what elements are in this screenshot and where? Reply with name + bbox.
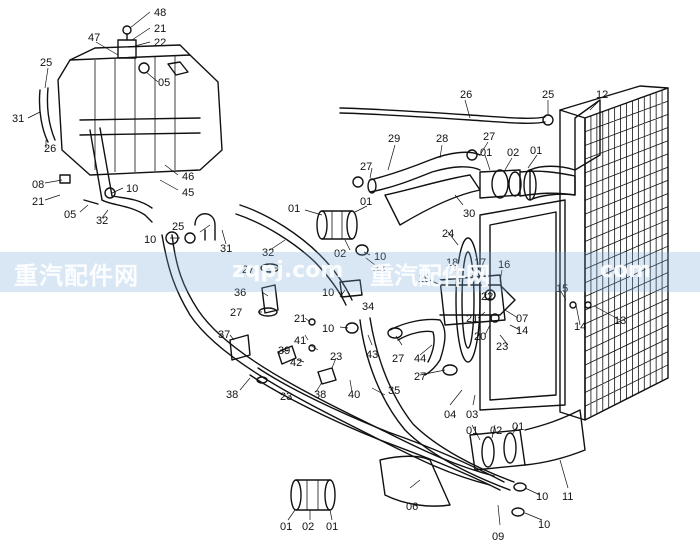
callout-22: 22 [154, 37, 166, 49]
callout-05: 05 [158, 77, 170, 89]
callout-40: 40 [348, 389, 360, 401]
callout-22: 22 [481, 291, 493, 303]
callout-27: 27 [242, 264, 254, 276]
callout-02: 02 [302, 521, 314, 533]
callout-48: 48 [154, 7, 166, 19]
fan-shroud [439, 199, 566, 411]
callout-23: 23 [330, 351, 342, 363]
callout-01: 01 [326, 521, 338, 533]
callout-14: 14 [574, 321, 586, 333]
callout-43: 43 [366, 349, 378, 361]
callout-02: 02 [334, 248, 346, 260]
callout-10: 10 [322, 287, 334, 299]
callout-45: 45 [182, 187, 194, 199]
callout-27: 27 [483, 131, 495, 143]
callout-10: 10 [144, 234, 156, 246]
coolant-hoses [161, 204, 515, 491]
small-fittings [165, 213, 592, 385]
callout-18: 18 [446, 257, 458, 269]
callout-04: 04 [444, 409, 456, 421]
callout-37: 37 [218, 329, 230, 341]
callout-01: 01 [530, 145, 542, 157]
callout-38: 38 [226, 389, 238, 401]
radiator-grille [584, 87, 669, 421]
callout-21: 21 [466, 313, 478, 325]
callout-41: 41 [294, 335, 306, 347]
callout-27: 27 [392, 353, 404, 365]
callout-25: 25 [40, 57, 52, 69]
callout-07: 07 [516, 313, 528, 325]
callout-01: 01 [360, 196, 372, 208]
callout-26: 26 [44, 143, 56, 155]
callout-30: 30 [463, 208, 475, 220]
callout-44: 44 [414, 353, 426, 365]
callout-08: 08 [32, 179, 44, 191]
lower-charge-pipe [379, 409, 586, 517]
callout-26: 26 [460, 89, 472, 101]
callout-25: 25 [542, 89, 554, 101]
callout-01: 01 [288, 203, 300, 215]
callout-46: 46 [182, 171, 194, 183]
radiator-core [523, 85, 669, 421]
callout-14: 14 [516, 325, 528, 337]
callout-20: 20 [474, 331, 486, 343]
callout-34: 34 [362, 301, 374, 313]
callout-42: 42 [290, 357, 302, 369]
callout-21: 21 [154, 23, 166, 35]
callout-47: 47 [88, 32, 100, 44]
hose-coupling-lower [290, 479, 336, 511]
charge-air-pipes [352, 149, 576, 226]
callout-21: 21 [294, 313, 306, 325]
callout-10: 10 [536, 491, 548, 503]
callout-15: 15 [556, 283, 568, 295]
callout-23: 23 [496, 341, 508, 353]
callout-38: 38 [314, 389, 326, 401]
callout-12: 12 [596, 89, 608, 101]
callout-24: 24 [442, 228, 454, 240]
callout-36: 36 [234, 287, 246, 299]
callout-25: 25 [172, 221, 184, 233]
callout-10: 10 [126, 183, 138, 195]
overflow-hose [339, 107, 554, 126]
callout-19: 19 [418, 273, 430, 285]
callout-39: 39 [278, 345, 290, 357]
callout-01: 01 [280, 521, 292, 533]
callout-11: 11 [562, 491, 573, 503]
expansion-tank [38, 25, 223, 223]
callout-31: 31 [12, 113, 24, 125]
callout-03: 03 [466, 409, 478, 421]
hose-coupling-upper [316, 210, 358, 240]
callout-35: 35 [388, 385, 400, 397]
callout-32: 32 [96, 215, 108, 227]
callout-16: 16 [498, 259, 510, 271]
callout-10: 10 [322, 323, 334, 335]
callout-32: 32 [262, 247, 274, 259]
callout-17: 17 [474, 257, 486, 269]
callout-29: 29 [388, 133, 400, 145]
callout-06: 06 [406, 501, 418, 513]
callout-28: 28 [436, 133, 448, 145]
callout-02: 02 [507, 147, 519, 159]
callout-31: 31 [220, 243, 232, 255]
callout-27: 27 [414, 371, 426, 383]
callout-01: 01 [466, 425, 478, 437]
callout-02: 02 [490, 425, 502, 437]
callout-01: 01 [480, 147, 492, 159]
callout-labels: 48 21 22 47 25 05 31 26 46 45 08 10 21 0… [12, 7, 626, 543]
leader-lines [27, 11, 621, 526]
callout-27: 27 [360, 161, 372, 173]
callout-33: 33 [373, 263, 385, 275]
callout-13: 13 [614, 315, 626, 327]
callout-21: 21 [32, 196, 44, 208]
callout-27: 27 [230, 307, 242, 319]
callout-10: 10 [538, 519, 550, 531]
callout-09: 09 [492, 531, 504, 543]
callout-23: 23 [280, 391, 292, 403]
callout-05: 05 [64, 209, 76, 221]
callout-10: 10 [374, 251, 386, 263]
callout-01: 01 [512, 421, 524, 433]
